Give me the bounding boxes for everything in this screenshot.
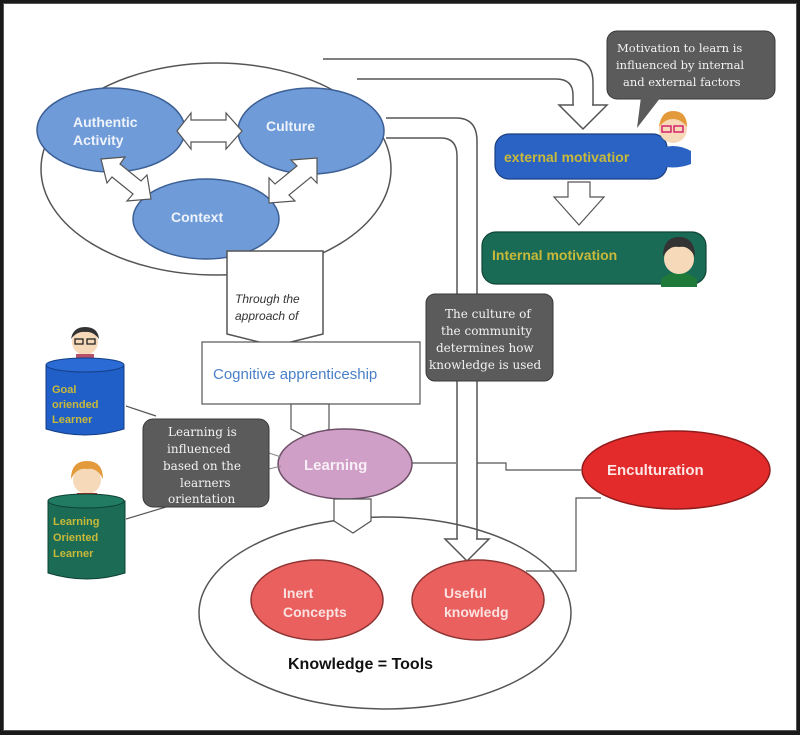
- goal-learner-line-3: Learner: [52, 414, 93, 426]
- arrow-to-external-motivation: [323, 58, 594, 105]
- authentic-activity-line-1: Authentic: [73, 114, 138, 130]
- callout-motivation-line-1: Motivation to learn is: [617, 41, 742, 55]
- learning-learner-line-3: Learner: [53, 548, 94, 560]
- callout-motivation-line-3: and external factors: [623, 75, 741, 89]
- callout-orientation-line-5: orientation: [168, 492, 235, 506]
- connector-learning-learner: [125, 506, 167, 520]
- external-motivation-label: external motivatior: [504, 149, 630, 165]
- diagram-canvas: Authentic Activity Culture Context Throu…: [3, 3, 797, 731]
- through-approach-line-1: Through the: [235, 292, 300, 306]
- connector-goal-learner: [125, 405, 157, 417]
- callout-motivation: Motivation to learn is influenced by int…: [606, 30, 776, 128]
- callout-motivation-line-2: influenced by internal: [616, 58, 744, 72]
- callout-orientation-line-1: Learning is: [168, 425, 237, 439]
- node-internal-motivation[interactable]: [481, 231, 707, 285]
- person-icon: [661, 237, 697, 287]
- useful-knowledge-line-2: knowledg: [444, 604, 509, 620]
- callout-culture-line-3: determines how: [436, 341, 534, 355]
- callout-orientation-line-4: learners: [180, 476, 231, 490]
- node-useful-knowledge[interactable]: [411, 559, 545, 641]
- arrow-through-approach: [226, 250, 324, 347]
- authentic-activity-line-2: Activity: [73, 132, 124, 148]
- callout-orientation-line-2: influenced: [167, 442, 231, 456]
- callout-culture-line-1: The culture of: [445, 307, 532, 321]
- person-with-glasses-icon: [655, 111, 691, 168]
- inert-concepts-line-1: Inert: [283, 585, 314, 601]
- connector-learning-enculturation: [412, 462, 581, 471]
- concept-map: Authentic Activity Culture Context Throu…: [36, 30, 776, 710]
- callout-culture-line-2: the community: [441, 324, 532, 338]
- double-arrow-activity-culture: [176, 111, 243, 151]
- knowledge-group-ellipse: [198, 516, 572, 710]
- context-label: Context: [171, 209, 223, 225]
- useful-knowledge-line-1: Useful: [444, 585, 487, 601]
- learning-oriented-learner[interactable]: [47, 461, 126, 580]
- enculturation-label: Enculturation: [607, 462, 704, 479]
- culture-label: Culture: [266, 118, 315, 134]
- through-approach-line-2: approach of: [235, 309, 300, 323]
- learning-learner-line-2: Oriented: [53, 532, 98, 544]
- learning-learner-line-1: Learning: [53, 516, 99, 528]
- callout-orientation-line-3: based on the: [163, 459, 241, 473]
- node-inert-concepts[interactable]: [250, 559, 384, 641]
- double-arrow-culture-context: [268, 157, 318, 204]
- connector-enculturation-useful: [526, 497, 601, 572]
- callout-learner-orientation: Learning is influenced based on the lear…: [142, 418, 270, 508]
- callout-culture-line-4: knowledge is used: [429, 358, 542, 372]
- arrow-external-to-internal: [552, 181, 606, 226]
- double-arrow-activity-context: [100, 156, 152, 202]
- arrow-culture-to-useful-knowledge: [386, 117, 478, 541]
- goal-learner-line-1: Goal: [52, 384, 76, 396]
- knowledge-tools-label: Knowledge = Tools: [288, 656, 433, 673]
- connector-callout-learning: [268, 452, 282, 470]
- goal-learner-line-2: oriended: [52, 399, 98, 411]
- callout-culture-community: The culture of the community determines …: [425, 293, 554, 382]
- node-enculturation[interactable]: [581, 430, 771, 510]
- cognitive-apprenticeship-label: Cognitive apprenticeship: [213, 366, 377, 383]
- learning-label: Learning: [304, 457, 367, 474]
- node-context[interactable]: [132, 178, 280, 260]
- node-cognitive-apprenticeship[interactable]: [201, 341, 421, 405]
- inert-concepts-line-2: Concepts: [283, 604, 347, 620]
- goal-oriented-learner[interactable]: [45, 327, 125, 436]
- arrow-learning-to-knowledge: [333, 498, 372, 534]
- internal-motivation-label: Internal motivation: [492, 247, 617, 263]
